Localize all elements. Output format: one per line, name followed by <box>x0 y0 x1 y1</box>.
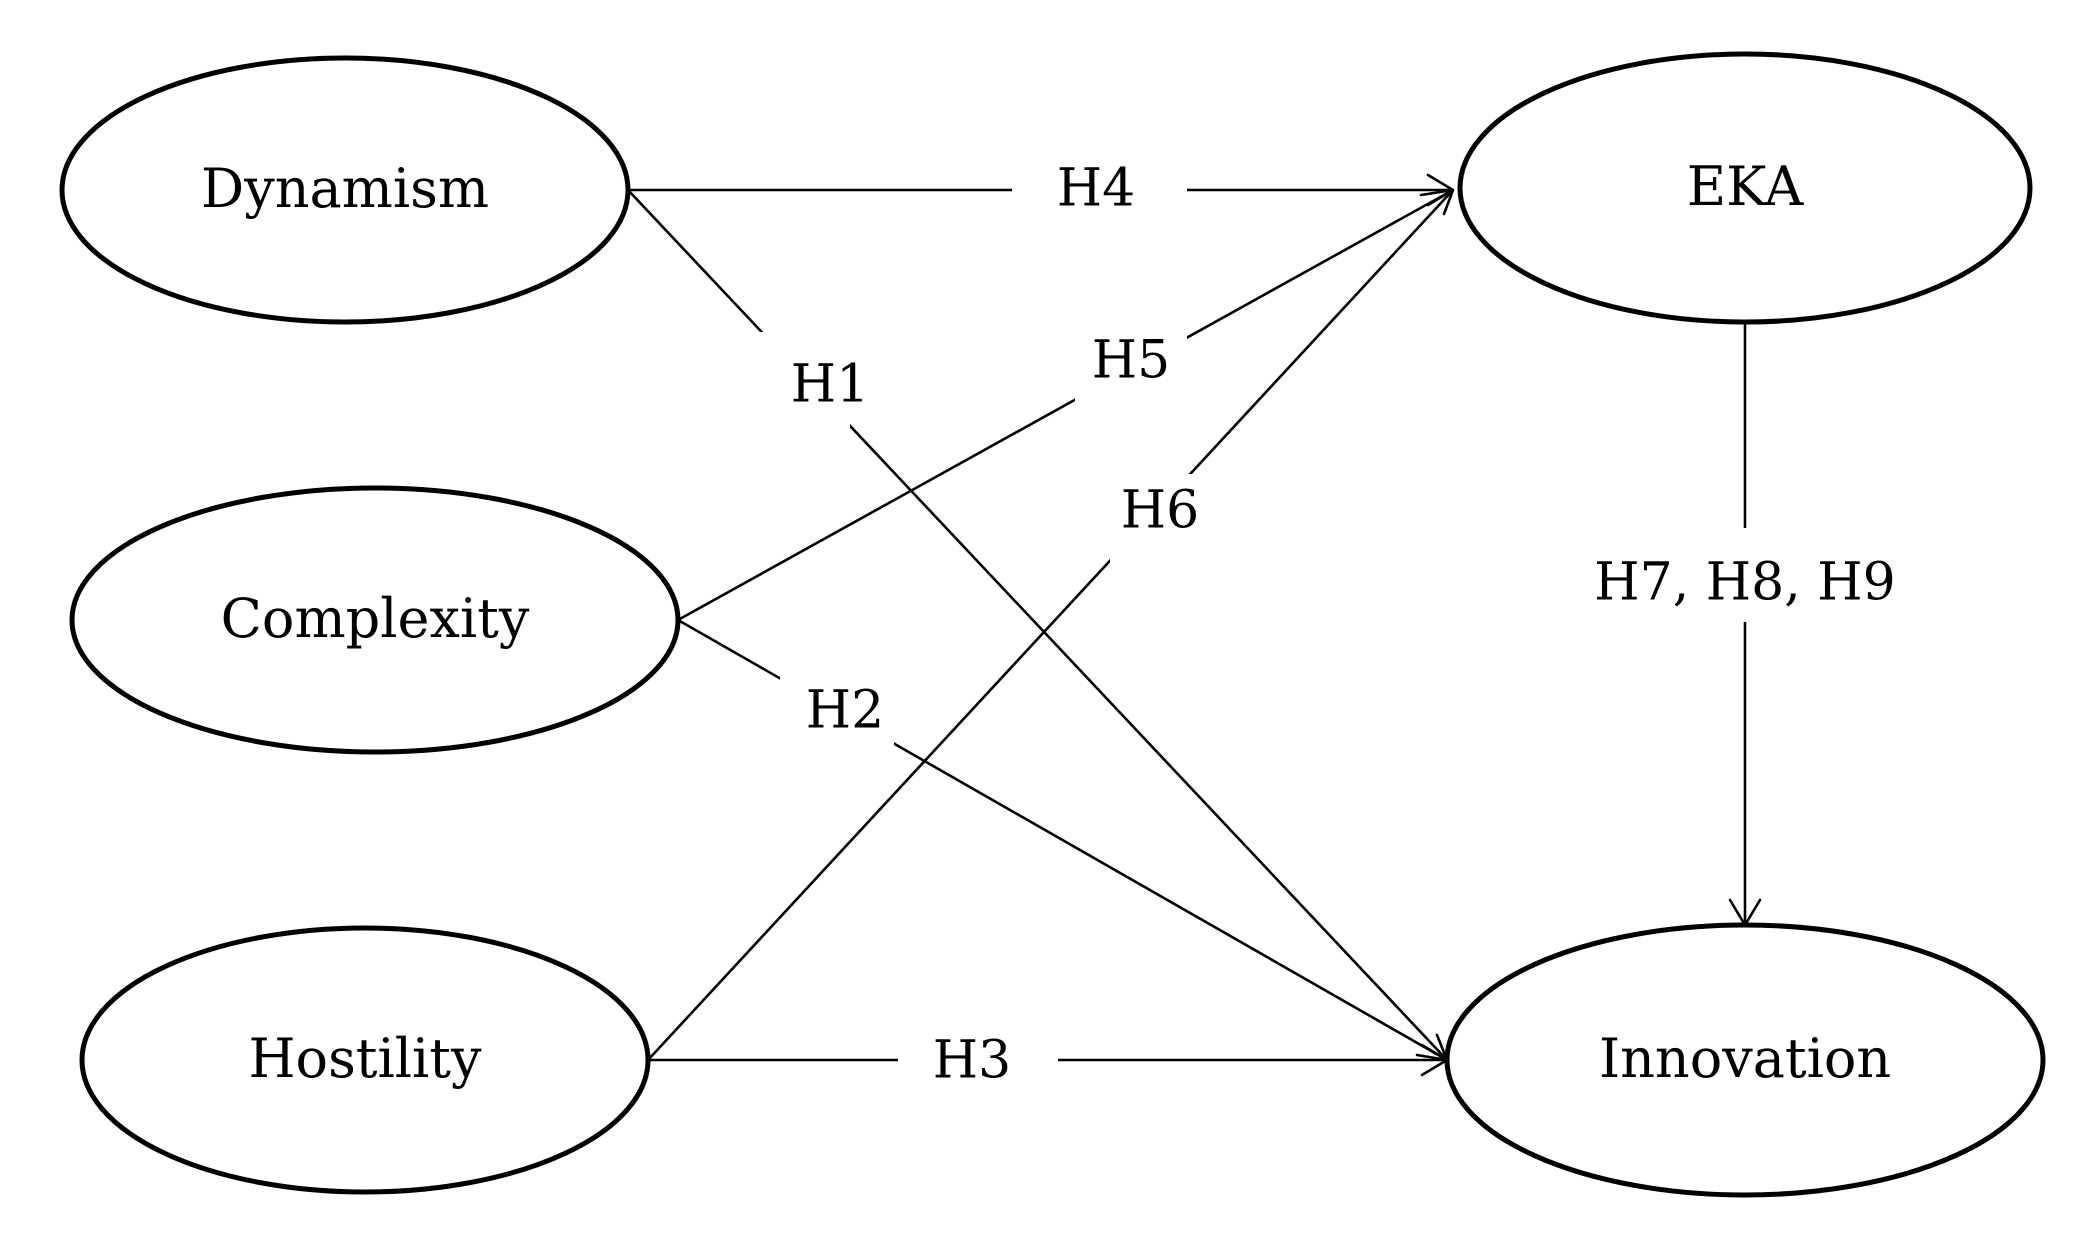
node-dynamism-shape <box>59 55 631 325</box>
edge-h6-label-bg <box>1110 474 1210 570</box>
edge-h5-label-bg <box>1075 318 1187 414</box>
node-eka-label: EKA <box>1687 155 1805 218</box>
edge-h5-label: H5 <box>1092 331 1170 391</box>
edge-h1-label: H1 <box>791 355 869 415</box>
edge-labels: H4 H1 H5 H6 H2 H3 H7, H8, H9 <box>791 159 1896 1091</box>
node-innovation: Innovation <box>1444 922 2046 1198</box>
node-hostility-label: Hostility <box>248 1027 482 1090</box>
node-dynamism: Dynamism <box>59 55 631 325</box>
edge-h789-label-bg <box>1568 528 1922 622</box>
edge-h6-label: H6 <box>1121 481 1199 541</box>
edge-h1-line <box>627 189 1448 1061</box>
edge-h3-label-bg <box>898 1030 1058 1090</box>
edge-h5-line <box>677 188 1454 622</box>
edge-h3-label: H3 <box>933 1031 1011 1091</box>
node-eka-shape <box>1457 51 2033 325</box>
node-complexity-shape <box>69 485 681 755</box>
edge-h2-label: H2 <box>806 681 884 741</box>
node-innovation-label: Innovation <box>1599 1027 1891 1090</box>
edge-h6-line <box>647 189 1454 1061</box>
node-innovation-shape <box>1444 922 2046 1198</box>
node-hostility: Hostility <box>79 925 651 1195</box>
node-complexity-label: Complexity <box>221 587 530 650</box>
edge-h2-label-bg <box>780 664 894 768</box>
node-complexity: Complexity <box>69 485 681 755</box>
node-dynamism-label: Dynamism <box>201 157 489 220</box>
node-eka: EKA <box>1457 51 2033 325</box>
edge-h4-label-bg <box>1012 160 1187 222</box>
edge-h4-label: H4 <box>1057 159 1135 219</box>
edge-h789-label: H7, H8, H9 <box>1594 553 1895 613</box>
edge-label-backgrounds <box>758 160 1922 1090</box>
node-hostility-shape <box>79 925 651 1195</box>
arrowhead-eka-h5h6 <box>1419 188 1455 216</box>
edge-h1-label-bg <box>758 332 850 428</box>
